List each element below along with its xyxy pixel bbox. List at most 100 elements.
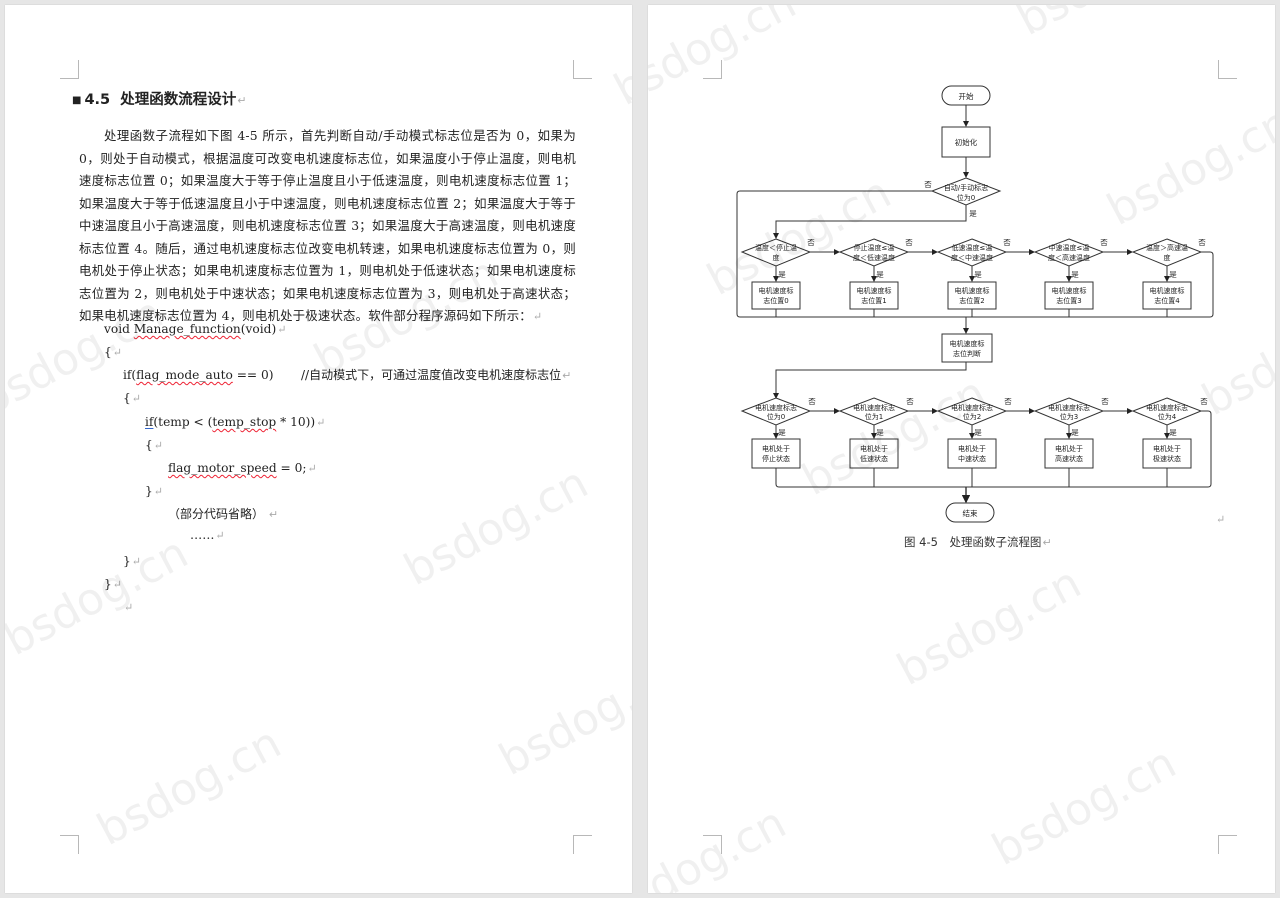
svg-text:志位置1: 志位置1: [861, 296, 886, 305]
flag-judge-label: 电机速度标: [950, 339, 985, 348]
svg-text:志位置3: 志位置3: [1056, 296, 1081, 305]
svg-text:电机速度标: 电机速度标: [955, 286, 990, 295]
paragraph-mark-icon: ↵: [1216, 513, 1226, 526]
svg-text:是: 是: [974, 428, 982, 437]
svg-text:否: 否: [906, 397, 914, 406]
svg-text:否: 否: [1101, 397, 1109, 406]
svg-text:电机速度标志: 电机速度标志: [1146, 403, 1188, 412]
svg-text:度＜高速温度: 度＜高速温度: [1048, 253, 1090, 262]
heading-number: 4.5: [84, 92, 111, 108]
code-line-ellipsis: ……↵: [190, 527, 225, 544]
svg-text:度＜中速温度: 度＜中速温度: [951, 253, 993, 262]
svg-text:志位置4: 志位置4: [1154, 296, 1180, 305]
temp-actions: [751, 281, 1192, 310]
svg-text:位为4: 位为4: [1158, 412, 1177, 421]
svg-text:否: 否: [1198, 238, 1206, 247]
paragraph-mark-icon: ↵: [277, 323, 287, 336]
code-line-open-3: {↵: [145, 437, 163, 454]
mode-check-label: 自动/手动标志: [944, 183, 988, 192]
svg-text:电机速度标志: 电机速度标志: [1048, 403, 1090, 412]
svg-text:低速状态: 低速状态: [860, 454, 888, 463]
start-label: 开始: [959, 91, 974, 101]
svg-text:电机速度标: 电机速度标: [1150, 286, 1185, 295]
document-page-1: ■4.5 处理函数流程设计↵ 处理函数子流程如下图 4-5 所示，首先判断自动/…: [5, 5, 632, 893]
svg-text:电机处于: 电机处于: [1153, 444, 1181, 453]
svg-text:极速状态: 极速状态: [1153, 454, 1181, 463]
code-line-signature: void Manage_function(void)↵: [104, 321, 286, 338]
paragraph-mark-icon: ↵: [153, 485, 163, 498]
svg-text:位为1: 位为1: [865, 412, 883, 421]
margin-mark-top-left: [60, 60, 79, 79]
body-paragraph: 处理函数子流程如下图 4-5 所示，首先判断自动/手动模式标志位是否为 0，如果…: [79, 125, 576, 329]
omitted-text: （部分代码省略）: [168, 507, 265, 521]
ellipsis-text: ……: [190, 528, 215, 542]
svg-text:是: 是: [876, 270, 884, 279]
svg-text:度: 度: [773, 253, 780, 262]
code-brace: }: [145, 484, 153, 498]
svg-text:否: 否: [1003, 238, 1011, 247]
svg-text:电机速度标志: 电机速度标志: [951, 403, 993, 412]
watermark: bsdog.cn: [606, 5, 632, 116]
code-line-open-2: {↵: [123, 390, 141, 407]
code-function-name: Manage_function: [133, 322, 241, 336]
svg-text:温度＞高速温: 温度＞高速温: [1146, 243, 1188, 252]
svg-text:电机处于: 电机处于: [1055, 444, 1083, 453]
no-label: 否: [924, 180, 932, 189]
margin-mark-bottom-left: [703, 835, 722, 854]
svg-text:志位置0: 志位置0: [763, 296, 788, 305]
code-line-close-1: }↵: [104, 576, 122, 593]
heading-title: 处理函数流程设计: [120, 92, 237, 108]
mode-check-label: 位为0: [957, 193, 975, 202]
paragraph-mark-icon: ↵: [316, 416, 326, 429]
watermark: bsdog.cn: [89, 717, 290, 856]
paragraph-mark-icon: ↵: [307, 462, 317, 475]
speed-actions: [751, 438, 1192, 469]
end-label: 结束: [963, 508, 978, 518]
code-text: if(: [123, 368, 137, 382]
flag-judge-process: [941, 333, 993, 363]
code-brace: {: [145, 438, 153, 452]
svg-text:是: 是: [1071, 270, 1079, 279]
end-terminator: [945, 502, 995, 523]
svg-text:电机速度标志: 电机速度标志: [755, 403, 797, 412]
svg-text:电机速度标: 电机速度标: [1052, 286, 1087, 295]
svg-text:位为2: 位为2: [963, 412, 981, 421]
code-brace: }: [123, 554, 131, 568]
svg-text:否: 否: [808, 397, 816, 406]
paragraph-mark-icon: ↵: [237, 94, 247, 107]
svg-text:否: 否: [1200, 397, 1208, 406]
svg-text:中速状态: 中速状态: [958, 454, 986, 463]
document-page-2: 开始 初始化 自动/手动标志 位为0 否 是 温度＜停止温 度 停止温度≤温 度…: [648, 5, 1275, 893]
paragraph-mark-icon: ↵: [562, 369, 572, 382]
svg-text:电机速度标: 电机速度标: [759, 286, 794, 295]
svg-text:是: 是: [1071, 428, 1079, 437]
margin-mark-bottom-right: [573, 835, 592, 854]
watermark: bsdog.cn: [5, 527, 197, 666]
code-variable: flag_motor_speed: [168, 461, 277, 475]
code-text: == 0): [232, 368, 274, 382]
svg-text:志位置2: 志位置2: [959, 296, 984, 305]
code-args: (void): [240, 322, 277, 336]
paragraph-mark-icon: ↵: [112, 578, 122, 591]
svg-text:温度＜停止温: 温度＜停止温: [755, 243, 797, 252]
figure-caption: 图 4-5 处理函数子流程图↵: [904, 534, 1052, 550]
code-text: = 0;: [276, 461, 307, 475]
paragraph-mark-icon: ↵: [268, 508, 279, 521]
code-brace: {: [123, 391, 131, 405]
section-heading: ■4.5 处理函数流程设计↵: [72, 88, 246, 109]
margin-mark-top-right: [573, 60, 592, 79]
paragraph-mark-icon: ↵: [112, 346, 122, 359]
code-comment: //自动模式下，可通过温度值改变电机速度标志位↵: [301, 367, 571, 384]
svg-text:中速温度≤温: 中速温度≤温: [1049, 243, 1090, 252]
margin-mark-bottom-right: [1218, 835, 1237, 854]
svg-text:度＜低速温度: 度＜低速温度: [853, 253, 895, 262]
watermark: bsdog.cn: [396, 457, 597, 596]
svg-text:否: 否: [807, 238, 815, 247]
svg-text:低速温度≤温: 低速温度≤温: [952, 243, 993, 252]
svg-text:是: 是: [1169, 270, 1177, 279]
paragraph-mark-icon: ↵: [215, 529, 225, 542]
code-line-if-mode: if(flag_mode_auto == 0): [123, 367, 274, 383]
svg-text:电机处于: 电机处于: [860, 444, 888, 453]
code-variable: flag_mode_auto: [136, 368, 233, 382]
code-text: (temp < (: [153, 415, 213, 429]
